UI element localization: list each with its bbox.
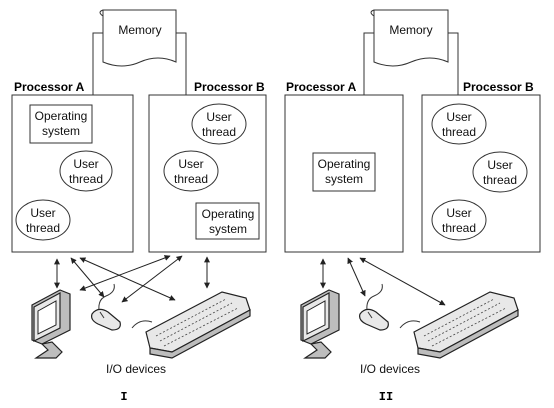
operating-system-box bbox=[312, 152, 376, 192]
thread-label-line2: thread bbox=[174, 172, 208, 186]
io-connection-arrows bbox=[320, 257, 446, 306]
user-thread bbox=[431, 103, 487, 145]
operating-system-box bbox=[29, 104, 93, 144]
memory-connector-right bbox=[448, 32, 459, 95]
mouse-icon bbox=[91, 283, 121, 331]
thread-label-line1: User bbox=[30, 206, 55, 220]
user-thread bbox=[15, 199, 71, 241]
thread-label-line1: User bbox=[206, 110, 231, 124]
io-connection-arrows bbox=[54, 255, 210, 303]
os-label-line2: system bbox=[209, 222, 247, 236]
os-label-line1: Operating bbox=[318, 157, 371, 171]
thread-label-line2: thread bbox=[69, 172, 103, 186]
os-label-line1: Operating bbox=[202, 207, 255, 221]
user-thread bbox=[59, 150, 113, 192]
diagram-two: Memory Processor A Processor B Operating… bbox=[284, 9, 541, 404]
thread-label-line2: thread bbox=[26, 221, 60, 235]
thread-label-line1: User bbox=[487, 158, 512, 172]
thread-label-line1: User bbox=[446, 206, 471, 220]
diagram-caption: I bbox=[120, 390, 127, 404]
thread-label-line2: thread bbox=[442, 221, 476, 235]
processor-b-label: Processor B bbox=[194, 80, 265, 94]
keyboard-icon bbox=[399, 291, 519, 359]
memory-label: Memory bbox=[118, 23, 161, 37]
operating-system-box bbox=[195, 202, 260, 240]
processor-a-label: Processor A bbox=[286, 80, 357, 94]
thread-label-line2: thread bbox=[442, 125, 476, 139]
memory-block: Memory bbox=[370, 9, 449, 67]
monitor-icon bbox=[31, 289, 71, 359]
user-thread bbox=[472, 151, 528, 193]
user-thread bbox=[431, 199, 487, 241]
os-label-line1: Operating bbox=[35, 109, 88, 123]
os-label-line2: system bbox=[42, 124, 80, 138]
user-thread bbox=[163, 150, 219, 192]
thread-label-line2: thread bbox=[202, 125, 236, 139]
thread-label-line1: User bbox=[446, 110, 471, 124]
user-thread bbox=[191, 103, 247, 145]
memory-label: Memory bbox=[389, 23, 432, 37]
thread-label-line1: User bbox=[73, 157, 98, 171]
memory-connector-left bbox=[92, 32, 103, 95]
mouse-icon bbox=[359, 283, 389, 331]
thread-label-line2: thread bbox=[483, 173, 517, 187]
io-devices-label: I/O devices bbox=[360, 362, 420, 376]
diagram-one: Memory Processor A Processor B Operating… bbox=[11, 9, 267, 404]
keyboard-icon bbox=[131, 291, 251, 359]
memory-connector-left bbox=[363, 32, 374, 95]
io-devices-label: I/O devices bbox=[106, 362, 166, 376]
diagram-caption: II bbox=[379, 390, 393, 404]
memory-connector-right bbox=[176, 32, 187, 95]
monitor-icon bbox=[300, 289, 340, 359]
os-label-line2: system bbox=[325, 172, 363, 186]
thread-label-line1: User bbox=[178, 157, 203, 171]
processor-b-label: Processor B bbox=[463, 80, 534, 94]
memory-block: Memory bbox=[99, 9, 177, 67]
processor-a-label: Processor A bbox=[14, 80, 85, 94]
